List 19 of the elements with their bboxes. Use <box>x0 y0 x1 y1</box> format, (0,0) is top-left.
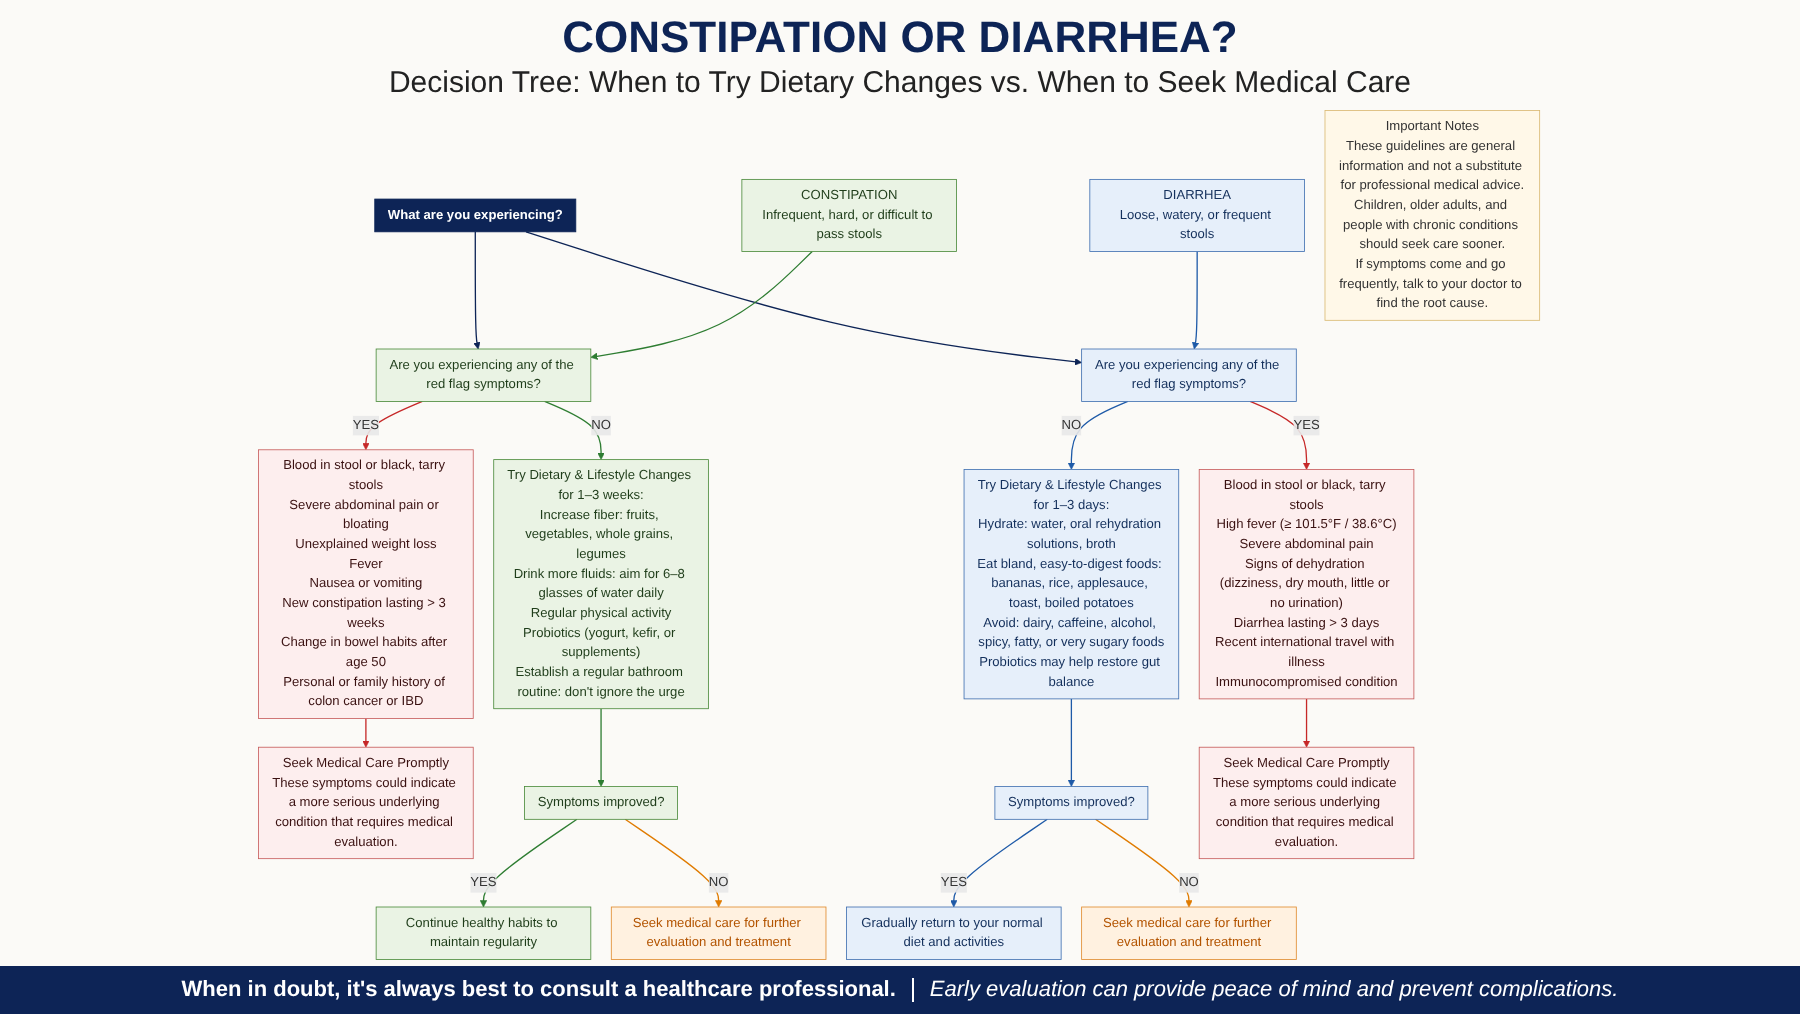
arrow <box>544 400 606 460</box>
arrow <box>474 231 482 350</box>
arrow <box>591 250 814 360</box>
arrow <box>951 818 1049 908</box>
title: CONSTIPATION OR DIARRHEA? <box>562 12 1238 64</box>
subtitle: Decision Tree: When to Try Dietary Changes vs. When to Seek Medical Care <box>388 66 1412 100</box>
arrow <box>363 717 371 748</box>
arrow <box>1068 400 1130 470</box>
arrow <box>1250 400 1312 470</box>
arrow <box>526 231 1083 366</box>
arrow <box>1095 818 1194 908</box>
footer-note: Early evaluation can provide peace of mind and prevent complications. <box>911 978 1619 1002</box>
arrow <box>480 818 579 908</box>
footer-note: When in doubt, it's always best to consult a healthcare professional. <box>181 978 898 1002</box>
arrow <box>1192 250 1200 350</box>
arrow <box>598 708 606 787</box>
arrow <box>1303 698 1312 748</box>
arrow <box>625 818 724 908</box>
arrow <box>1068 698 1076 787</box>
